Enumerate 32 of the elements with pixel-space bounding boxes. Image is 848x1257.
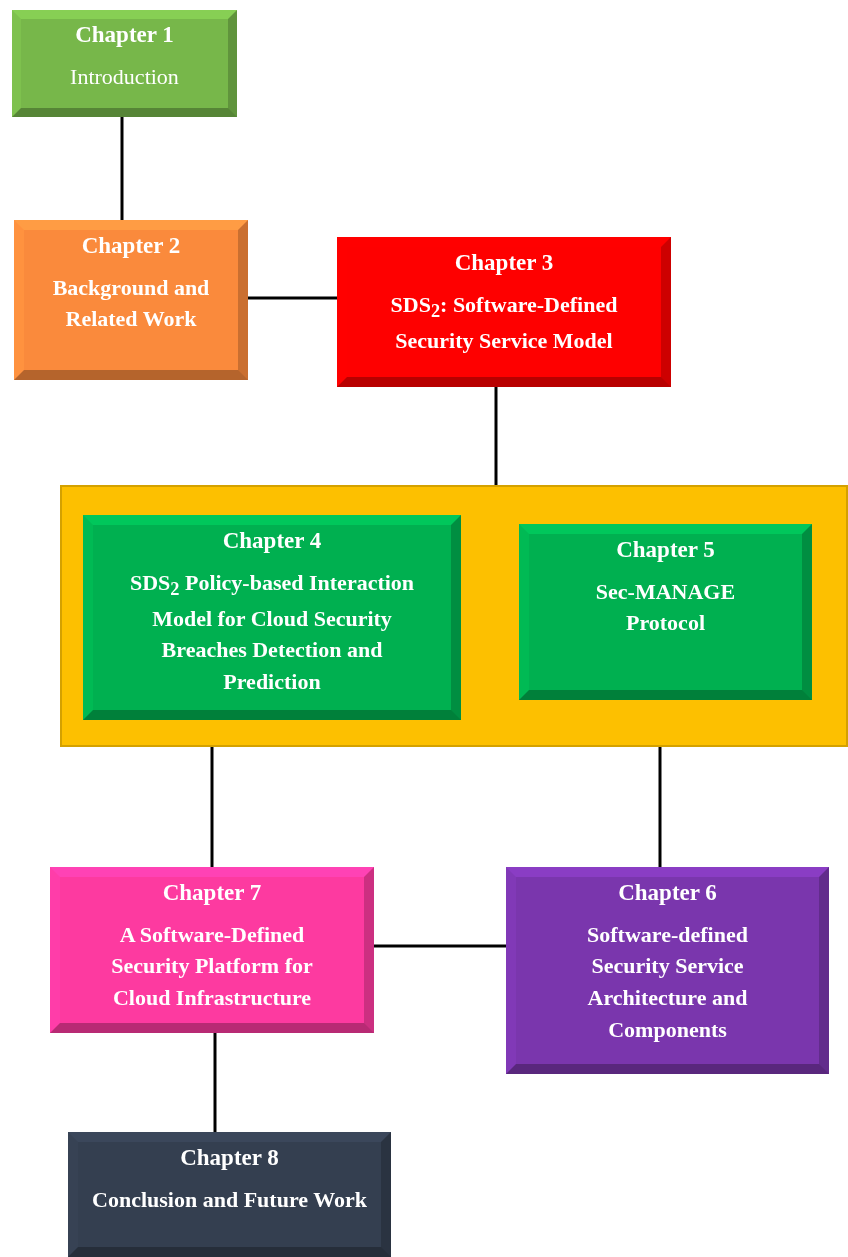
chapter-heading: Chapter 3 [454, 249, 554, 277]
connector-line [494, 387, 498, 485]
connector-line [658, 747, 662, 867]
group-band [60, 485, 848, 747]
chapter-box [50, 867, 374, 1033]
chapter-title: SDS$_{2}$: Software-Defined Security Service Model [389, 290, 619, 355]
chapter-box [14, 220, 248, 380]
chapter-box [506, 867, 829, 1074]
connector-line [213, 1033, 217, 1132]
chapter-heading: Chapter 5 [616, 536, 715, 564]
chapter-box [12, 10, 237, 117]
connector-line [210, 747, 214, 867]
chapter-heading: Chapter 4 [222, 527, 322, 555]
connector-line [120, 117, 124, 220]
chapter-box [68, 1132, 391, 1257]
chapter-title: SDS$_{2}$ Policy-based Interaction Model for Cloud Security Breaches Detection and Prediction [128, 568, 416, 697]
chapter-heading: Chapter 8 [180, 1144, 279, 1172]
chapter-box [337, 237, 671, 387]
chapter-title: Introduction [69, 62, 180, 91]
chapter-heading: Chapter 2 [81, 232, 181, 260]
chapter-heading: Chapter 1 [75, 21, 174, 49]
chapter-title: Software-defined Security Service Architecture and Components [586, 920, 749, 1045]
chapter-title: A Software-Defined Security Platform for Cloud Infrastructure [110, 920, 314, 1013]
connector-line [374, 944, 506, 948]
chapter-box [83, 515, 461, 720]
connector-line [248, 296, 337, 300]
chapter-heading: Chapter 6 [618, 879, 717, 907]
chapter-heading: Chapter 7 [162, 879, 262, 907]
chapter-title: Sec-MANAGE Protocol [594, 577, 737, 638]
chapter-title: Conclusion and Future Work [91, 1185, 368, 1214]
chapter-box [519, 524, 812, 700]
chapter-title: Background and Related Work [51, 273, 211, 334]
